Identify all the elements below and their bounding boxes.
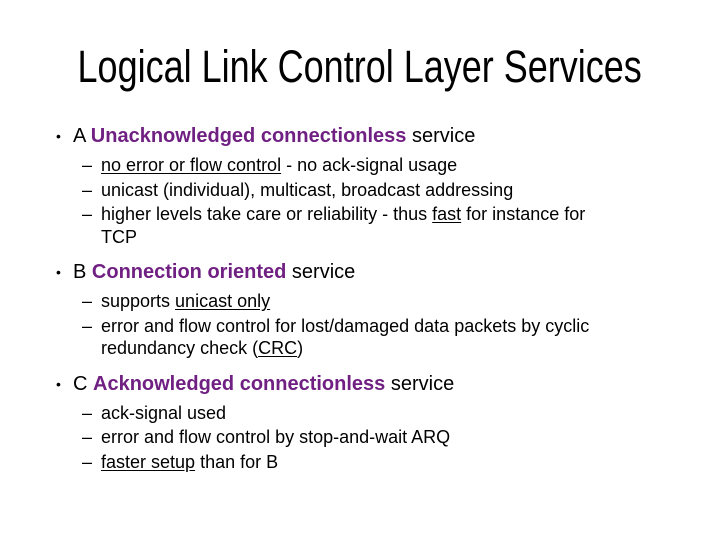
text-run: error and flow control for lost/damaged … — [101, 315, 590, 359]
slide-title-text: Logical Link Control Layer Services — [77, 41, 643, 92]
bullet-heading: B Connection oriented service — [73, 260, 355, 284]
heading-suffix: service — [286, 261, 356, 283]
heading-suffix: service — [385, 372, 455, 395]
sub-item-text: ack-signal used — [101, 402, 226, 425]
section-c-acknowledged-connectionless: • C Acknowledged connectionless service … — [0, 372, 720, 474]
text-run: ) — [297, 338, 304, 358]
underlined-text: unicast only — [175, 291, 271, 311]
text-run: unicast (individual), multicast, broadca… — [101, 179, 514, 200]
underlined-text: fast — [432, 204, 462, 224]
bullet-heading: C Acknowledged connectionless service — [73, 372, 454, 396]
sub-item: – unicast (individual), multicast, broad… — [0, 179, 720, 202]
sub-item: – error and flow control by stop-and-wai… — [0, 426, 720, 449]
sub-item: – faster setup than for B — [0, 451, 720, 474]
sub-item-text: unicast (individual), multicast, broadca… — [101, 179, 513, 202]
text-run: for instance for TCP — [101, 204, 586, 247]
heading-highlight: Connection oriented — [91, 261, 287, 283]
dash-marker-icon: – — [82, 291, 93, 311]
dash-marker-icon: – — [82, 155, 93, 175]
heading-prefix: B — [73, 261, 92, 283]
heading-highlight: Unacknowledged connectionless — [90, 125, 407, 147]
sub-item-text: higher levels take care or reliability -… — [101, 203, 606, 248]
sub-item: – higher levels take care or reliability… — [0, 203, 720, 248]
sub-item-text: no error or flow control - no ack-signal… — [101, 154, 457, 177]
dash-marker-icon: – — [82, 402, 93, 423]
sub-item: – error and flow control for lost/damage… — [0, 315, 720, 360]
dash-marker-icon: – — [82, 179, 93, 200]
dash-marker-icon: – — [82, 315, 93, 336]
sub-item-text: supports unicast only — [101, 290, 270, 313]
dash-marker-icon: – — [82, 451, 93, 472]
bullet-marker-icon: • — [56, 375, 61, 392]
underlined-text: no error or flow control — [101, 155, 282, 175]
text-run: than for B — [195, 451, 279, 472]
text-run: error and flow control by stop-and-wait … — [101, 427, 451, 447]
bullet-item: • C Acknowledged connectionless service — [0, 372, 720, 396]
dash-marker-icon: – — [82, 427, 93, 447]
text-run: - no ack-signal usage — [281, 155, 458, 175]
slide-body: • A Unacknowledged connectionless servic… — [0, 124, 720, 473]
sub-item: – no error or flow control - no ack-sign… — [0, 154, 720, 177]
slide-title: Logical Link Control Layer Services — [0, 0, 720, 90]
dash-marker-icon: – — [82, 204, 93, 224]
sub-item-text: error and flow control by stop-and-wait … — [101, 426, 450, 449]
bullet-marker-icon: • — [56, 128, 61, 144]
bullet-item: • B Connection oriented service — [0, 260, 720, 284]
sub-item-text: error and flow control for lost/damaged … — [101, 315, 606, 360]
sub-item: – ack-signal used — [0, 402, 720, 425]
section-b-connection-oriented: • B Connection oriented service – suppor… — [0, 260, 720, 360]
underlined-text: CRC — [258, 338, 298, 358]
section-a-unacknowledged-connectionless: • A Unacknowledged connectionless servic… — [0, 124, 720, 248]
underlined-text: faster setup — [101, 451, 196, 472]
text-run: supports — [101, 291, 176, 311]
bullet-item: • A Unacknowledged connectionless servic… — [0, 124, 720, 148]
text-run: ack-signal used — [101, 402, 227, 423]
heading-prefix: C — [73, 372, 93, 395]
text-run: higher levels take care or reliability -… — [101, 204, 433, 224]
bullet-marker-icon: • — [56, 264, 61, 280]
bullet-heading: A Unacknowledged connectionless service — [73, 124, 475, 148]
sub-item-text: faster setup than for B — [101, 451, 278, 474]
sub-item: – supports unicast only — [0, 290, 720, 313]
heading-suffix: service — [406, 125, 476, 147]
heading-prefix: A — [73, 125, 91, 147]
heading-highlight: Acknowledged connectionless — [93, 372, 386, 395]
